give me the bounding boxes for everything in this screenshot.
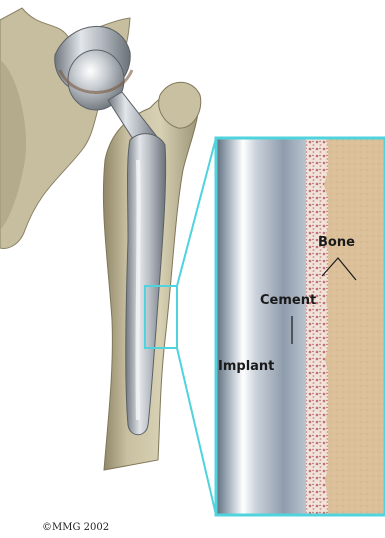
implant-stem-highlight bbox=[137, 160, 138, 420]
zoom-line-bottom bbox=[177, 348, 216, 515]
copyright-text: ©MMG 2002 bbox=[42, 522, 109, 533]
label-implant: Implant bbox=[218, 359, 274, 374]
magnified-inset bbox=[216, 138, 385, 515]
label-cement: Cement bbox=[260, 293, 316, 308]
label-bone: Bone bbox=[318, 235, 355, 250]
